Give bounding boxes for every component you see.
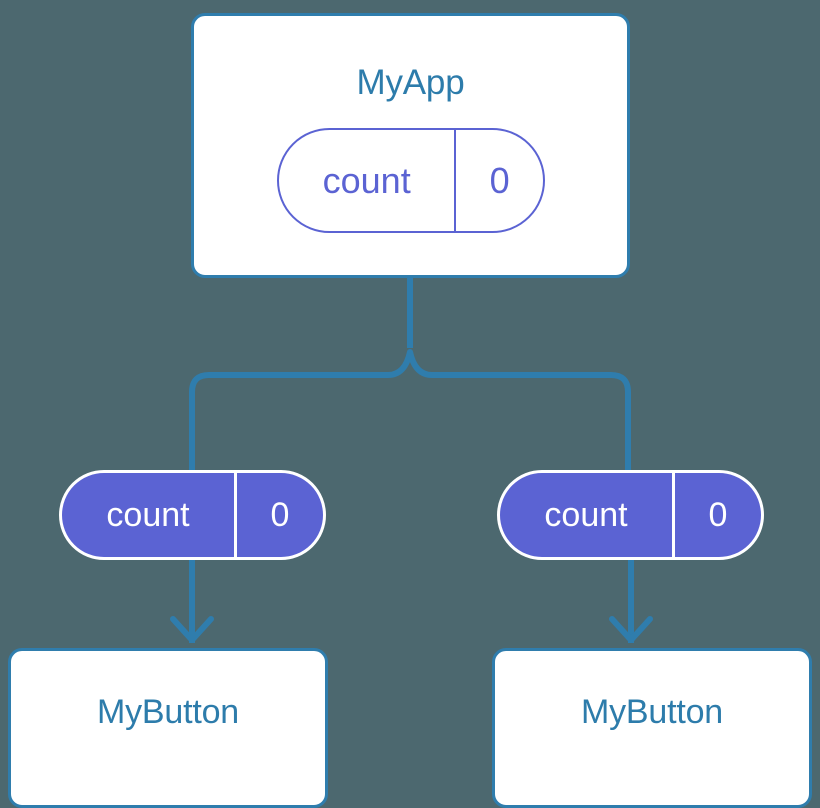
component-node-mybutton-left[interactable]: MyButton — [8, 648, 328, 808]
component-node-mybutton-right[interactable]: MyButton — [492, 648, 812, 808]
state-pill-key: count — [322, 159, 411, 201]
state-pill-value: 0 — [454, 130, 543, 231]
props-pill-value: 0 — [672, 473, 761, 557]
props-pill-right-count[interactable]: count 0 — [497, 470, 764, 560]
arrow-head-right — [609, 616, 653, 643]
props-pill-key: count — [106, 496, 190, 534]
component-label-myapp: MyApp — [356, 63, 465, 102]
arrow-head-left — [170, 616, 214, 643]
component-label-mybutton-left: MyButton — [96, 693, 240, 731]
component-label-mybutton-right: MyButton — [580, 693, 724, 731]
props-pill-key: count — [544, 496, 628, 534]
props-pill-value: 0 — [234, 473, 323, 557]
props-pill-left-count[interactable]: count 0 — [59, 470, 326, 560]
state-pill-myapp-count[interactable]: count 0 — [277, 128, 545, 233]
component-node-myapp[interactable]: MyApp — [191, 13, 630, 278]
connector-fork — [189, 349, 631, 435]
diagram-canvas: MyApp count 0 count 0 count 0 MyButton M… — [8, 13, 812, 808]
